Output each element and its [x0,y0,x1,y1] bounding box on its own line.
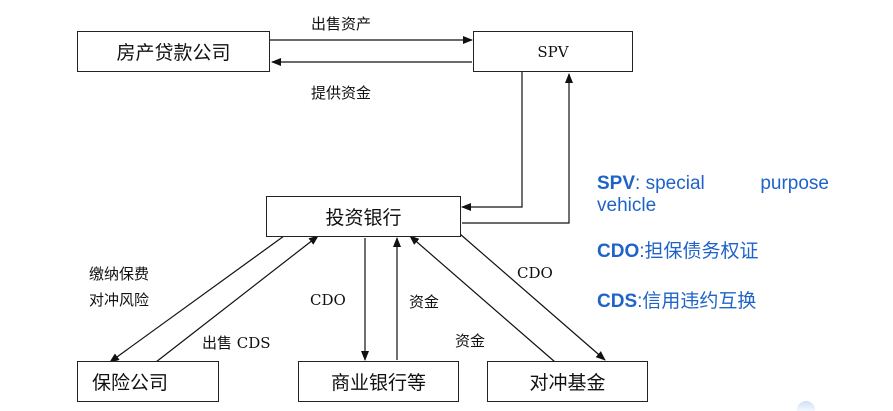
legend-spv-def-3: vehicle [597,195,657,216]
label-funds-hedge: 资金 [455,332,486,350]
label-pay-premium: 缴纳保费 [89,265,150,283]
legend-spv: SPV: special purpose vehicle [597,173,829,217]
legend-spv-def-1: : special [635,173,705,194]
commercial-banks-box: 商业银行等 [298,361,459,402]
investment-bank-box: 投资银行 [266,196,461,237]
legend-cdo-def: :担保债务权证 [639,241,759,262]
legend-spv-term: SPV [597,173,636,194]
arrow-bank-to-hedge [459,233,606,361]
legend-cdo-term: CDO [597,241,640,262]
legend-spv-def-2: purpose [760,173,829,194]
arrow-hedge-to-bank [409,235,556,363]
label-hedge-risk: 对冲风险 [89,291,150,309]
corner-decoration [797,401,815,411]
label-sell-cds: 出售 CDS [202,334,271,352]
legend-cds-term: CDS [597,291,638,312]
label-sell-assets: 出售资产 [311,15,372,33]
mortgage-company-box: 房产贷款公司 [77,31,270,72]
label-cdo-hedge: CDO [517,264,553,282]
hedge-fund-box: 对冲基金 [487,361,648,402]
legend-cds: CDS:信用违约互换 [597,286,756,313]
legend-cdo: CDO:担保债务权证 [597,236,759,263]
arrow-bank-to-insurance [109,235,285,363]
insurance-company-box: 保险公司 [77,361,219,402]
label-provide-funds: 提供资金 [311,84,372,102]
label-cdo-commercial: CDO [310,291,346,309]
arrow-bank-to-spv [462,73,573,224]
spv-box: SPV [473,31,633,72]
arrow-insurance-to-bank [155,235,319,363]
label-funds-commercial: 资金 [409,293,440,311]
arrow-spv-to-bank [461,72,523,211]
legend-cds-def: :信用违约互换 [637,291,757,312]
